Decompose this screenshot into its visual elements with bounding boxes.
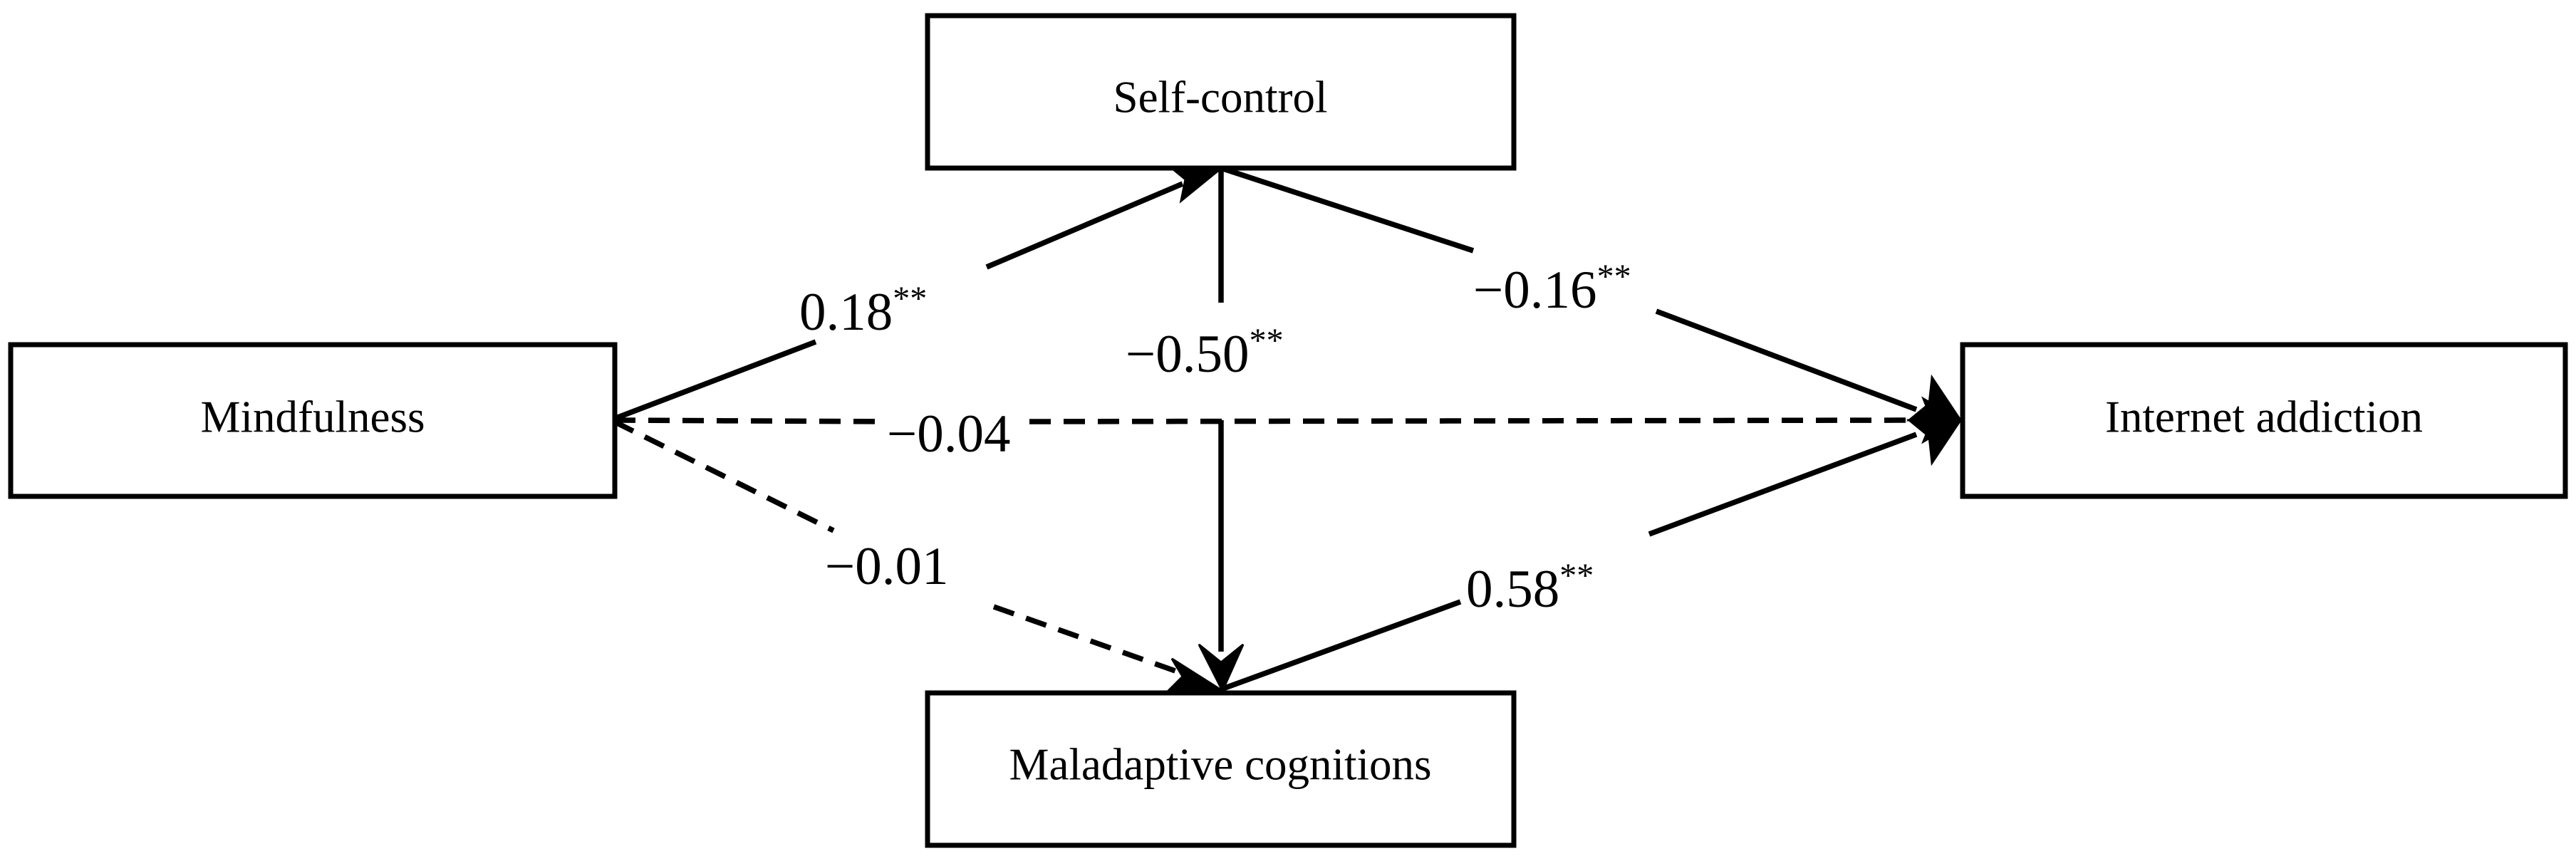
edge-mindfulness-internet-addiction bbox=[613, 417, 1917, 424]
edge-mindfulness-maladaptive bbox=[613, 419, 1183, 676]
node-internet-addiction: Internet addiction bbox=[1960, 342, 2568, 499]
arrowhead-internet-addiction-lower bbox=[1906, 419, 1963, 466]
coef-self-control-maladaptive: −0.50** bbox=[1126, 322, 1284, 384]
self-control-label: Self-control bbox=[1113, 72, 1328, 122]
sig-stars: ** bbox=[1250, 322, 1284, 360]
internet-addiction-label: Internet addiction bbox=[2105, 392, 2423, 442]
node-self-control: Self-control bbox=[925, 13, 1517, 171]
mindfulness-label: Mindfulness bbox=[201, 392, 425, 442]
sig-stars: ** bbox=[1559, 557, 1594, 595]
maladaptive-cognitions-label: Maladaptive cognitions bbox=[1009, 739, 1431, 789]
edge-maladaptive-internet-addiction bbox=[1220, 432, 1918, 692]
node-maladaptive-cognitions: Maladaptive cognitions bbox=[925, 690, 1517, 848]
coef-mindfulness-internet-addiction: −0.04 bbox=[887, 404, 1011, 464]
coef-maladaptive-internet-addiction: 0.58** bbox=[1466, 557, 1594, 619]
coef-self-control-internet-addiction: −0.16** bbox=[1473, 258, 1631, 320]
sig-stars: ** bbox=[893, 280, 927, 318]
edge-self-control-internet-addiction bbox=[1220, 165, 1918, 412]
edge-mindfulness-self-control bbox=[613, 181, 1184, 422]
sig-stars: ** bbox=[1597, 258, 1631, 296]
coef-mindfulness-maladaptive: −0.01 bbox=[825, 537, 949, 596]
arrowhead-maladaptive-cognitions bbox=[1198, 643, 1245, 694]
coef-mindfulness-self-control: 0.18** bbox=[799, 280, 927, 342]
node-mindfulness: Mindfulness bbox=[8, 342, 618, 499]
